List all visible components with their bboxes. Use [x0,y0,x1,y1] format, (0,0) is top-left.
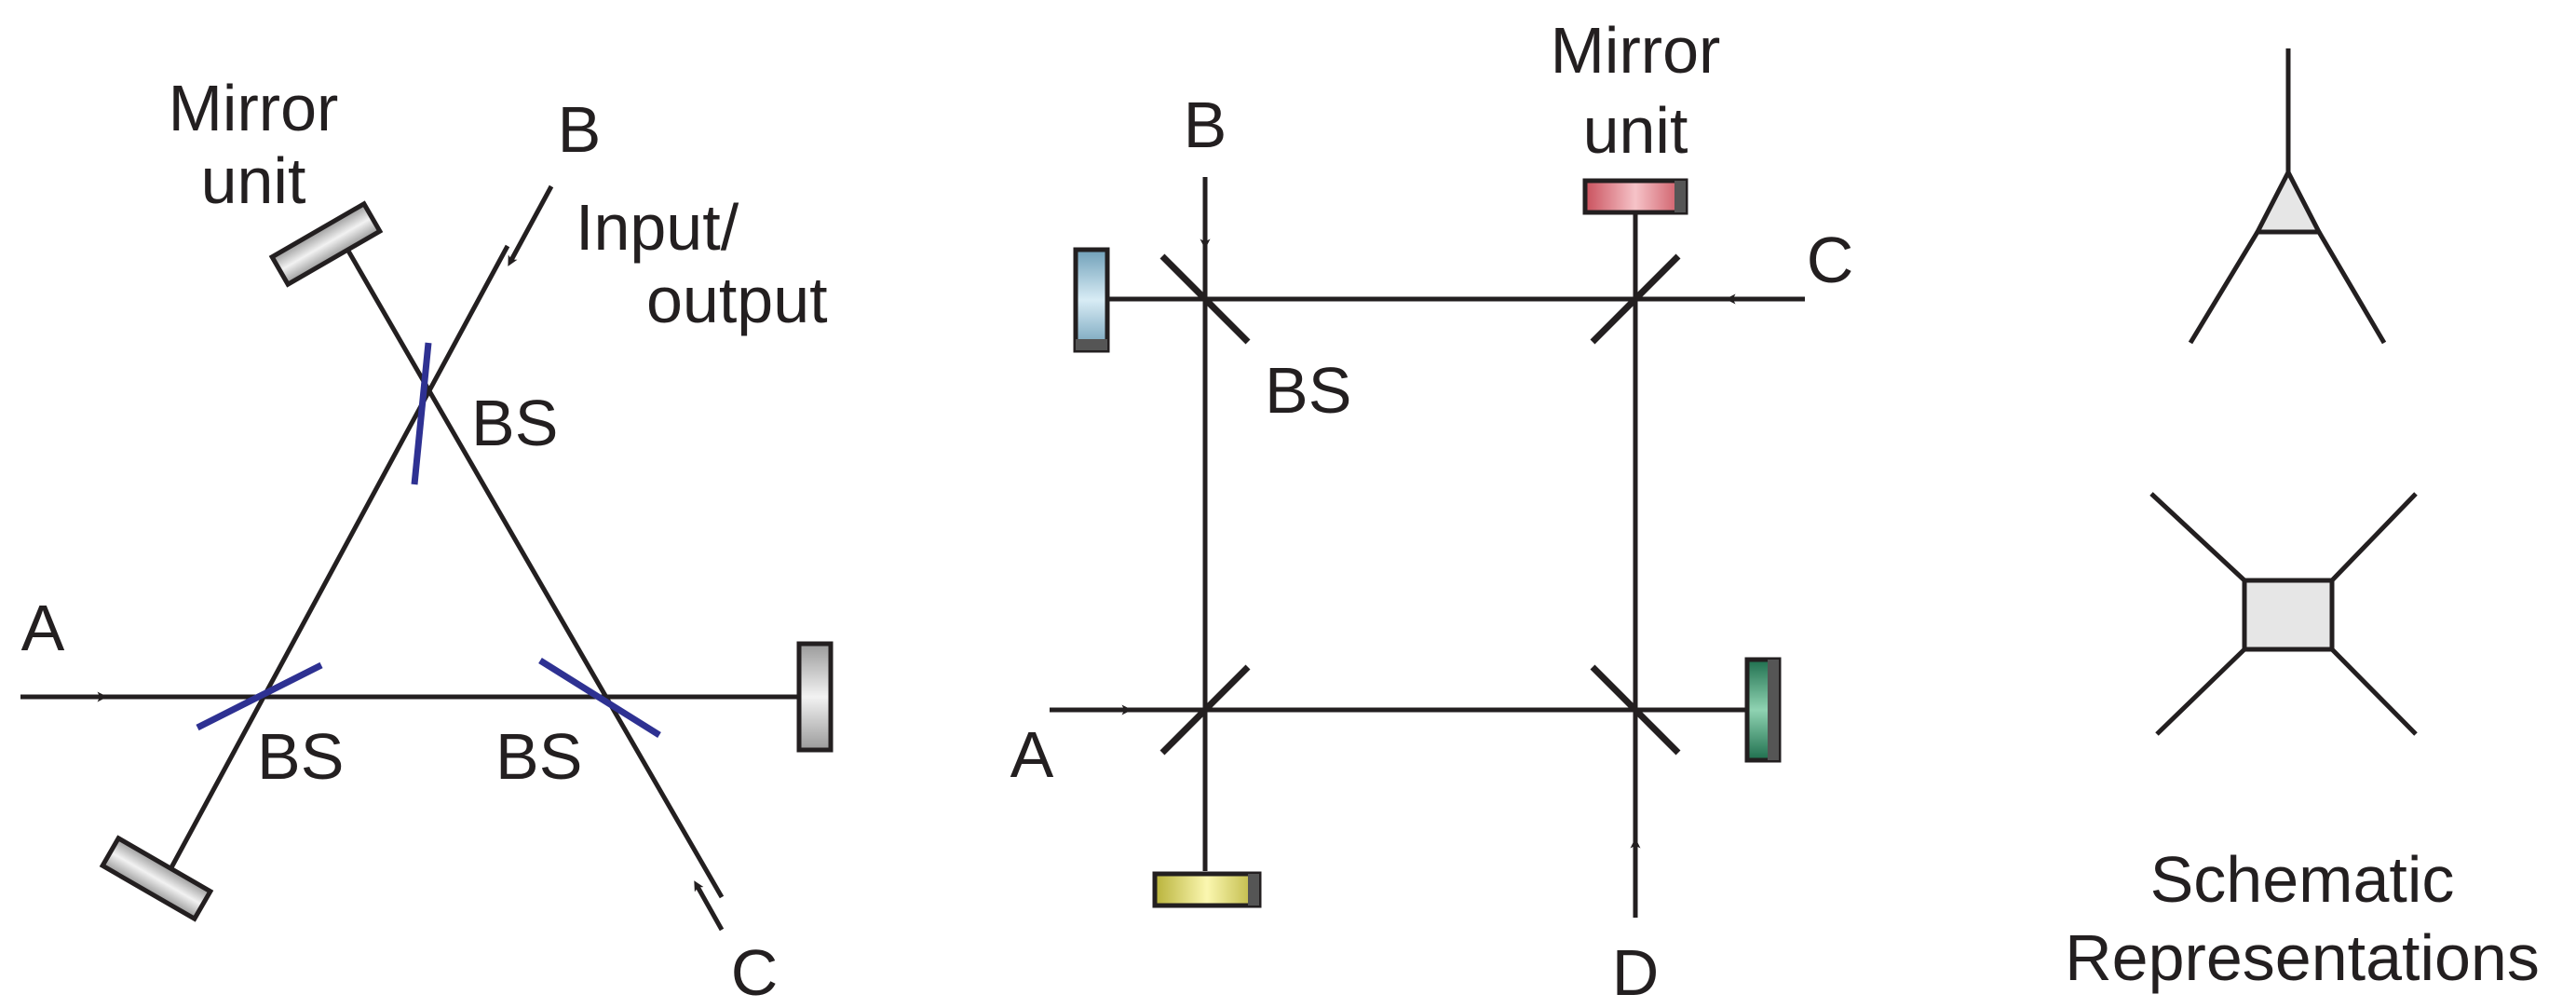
triangle-input-c-arrow [694,880,725,932]
square-beam-splitter-top-left [1159,253,1251,345]
square-mirror-left-blue [1073,247,1110,353]
square-mirror-unit-label-line2: unit [1583,94,1688,167]
triangle-left-arm [167,244,510,873]
triangle-beam-splitter-top [411,342,432,485]
square-mirror-bottom-yellow [1152,871,1262,908]
triangle-bs-label-top: BS [471,387,558,459]
triangle-beam-splitter-left [196,661,323,731]
triangle-interferometer: Mirror unit B Input/ output BS A BS BS C [20,72,834,1008]
square-label-b: B [1184,89,1227,161]
triangle-mirror-bottom-left [99,835,214,922]
triangle-mirror-unit-label-line2: unit [201,144,306,217]
triangle-input-output-line1: Input/ [576,191,739,264]
schematic-caption-line2: Representations [2065,921,2540,994]
square-mirror-top-red [1582,178,1688,215]
schematic-representations: Schematic Representations [2065,48,2540,994]
triangle-mirror-right [796,641,834,753]
triangle-label-b: B [558,93,602,166]
schematic-triangle-symbol [2188,48,2387,345]
triangle-label-c: C [731,936,779,1003]
square-interferometer: Mirror unit B C BS A D [1010,14,1854,1008]
triangle-input-output-line2: output [646,264,828,336]
square-mirror-right-green [1744,657,1782,763]
schematic-caption-line1: Schematic [2150,843,2455,916]
triangle-mirror-top [268,200,384,288]
square-mirror-unit-label-line1: Mirror [1551,14,1721,87]
triangle-mirror-unit-label-line1: Mirror [169,72,339,144]
schematic-square-symbol [2149,492,2418,736]
square-beam-splitter-top-right [1590,253,1681,345]
square-beam-splitter-bottom-left [1159,664,1251,756]
triangle-beam-splitter-right [538,658,661,738]
square-label-d: D [1612,936,1660,1003]
square-label-a: A [1010,718,1054,791]
triangle-right-arm [332,226,725,899]
triangle-input-b-arrow [508,184,554,266]
square-beam-splitter-bottom-right [1590,664,1681,756]
triangle-label-a: A [21,592,65,664]
square-label-c: C [1807,224,1854,296]
triangle-bs-label-left: BS [257,720,344,793]
triangle-bs-label-right: BS [495,720,582,793]
square-bs-label: BS [1265,354,1351,427]
